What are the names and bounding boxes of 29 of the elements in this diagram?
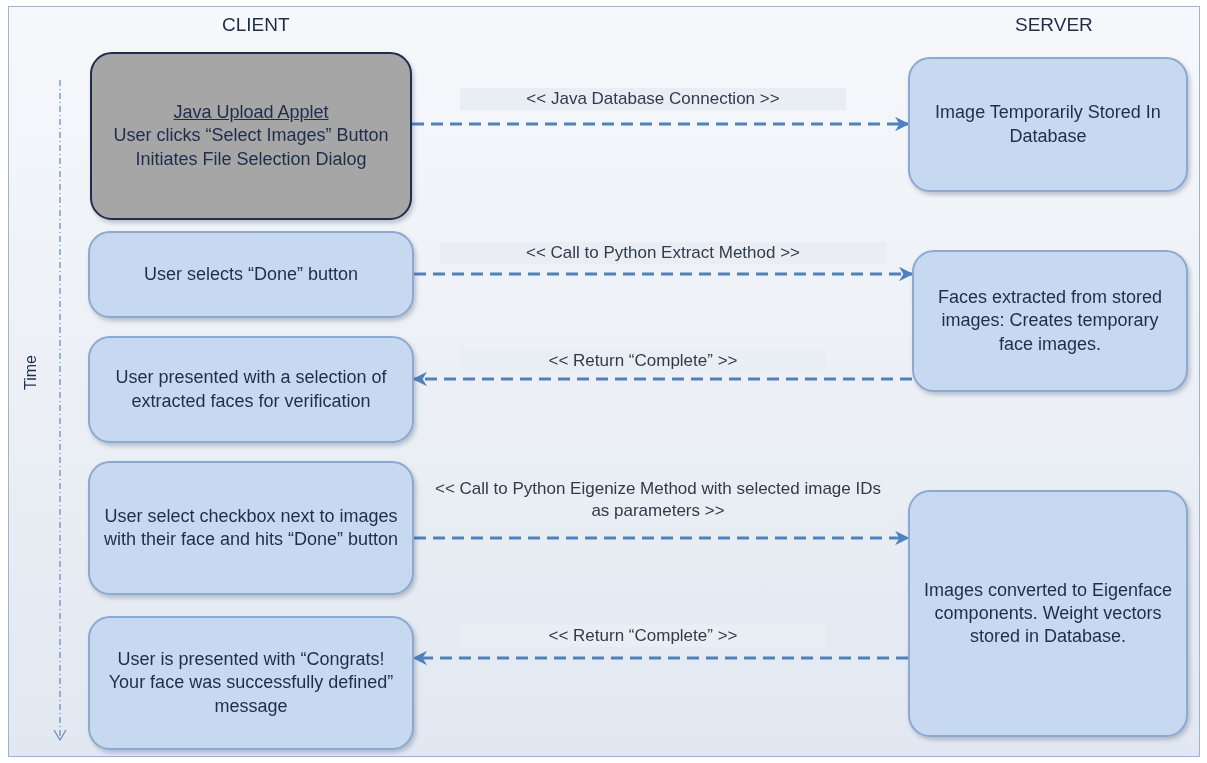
box-text: Images converted to Eigenface components. Weight vectors stored in Database.	[922, 578, 1174, 648]
dashed-arrow	[412, 371, 912, 387]
edge-label: << Call to Python Extract Method >>	[440, 242, 886, 265]
box-text: User is presented with “Congrats! Your face was successfully defined” message	[107, 648, 395, 718]
process-box	[908, 57, 1188, 192]
process-box	[88, 231, 414, 318]
process-box	[912, 250, 1188, 392]
dashed-arrow	[414, 530, 910, 546]
box-text: Faces extracted from stored images: Creates temporary face images.	[936, 286, 1164, 356]
box-text: User presented with a selection of extracted faces for verification	[114, 366, 388, 413]
dashed-arrow	[412, 650, 908, 666]
process-box	[908, 490, 1188, 737]
dashed-arrow	[414, 266, 914, 282]
process-box	[88, 616, 414, 750]
box-heading: Java Upload Applet	[173, 101, 329, 125]
column-heading: SERVER	[1015, 14, 1093, 36]
process-box	[88, 336, 414, 443]
box-text: User clicks “Select Images” Button Initiates File Selection Dialog	[112, 124, 390, 171]
process-box	[88, 461, 414, 595]
box-text: Image Temporarily Stored In Database	[934, 101, 1162, 148]
axis-label: Time	[22, 355, 40, 390]
edge-label: << Return “Complete” >>	[460, 625, 826, 648]
dashed-arrow	[412, 116, 910, 132]
edge-label: << Return “Complete” >>	[460, 350, 826, 373]
box-text: User selects “Done” button	[143, 263, 359, 286]
applet-box	[90, 52, 412, 220]
edge-label: << Java Database Connection >>	[460, 88, 846, 111]
box-text: User select checkbox next to images with their face and hits “Done” button	[102, 504, 400, 551]
column-heading: CLIENT	[222, 14, 290, 36]
